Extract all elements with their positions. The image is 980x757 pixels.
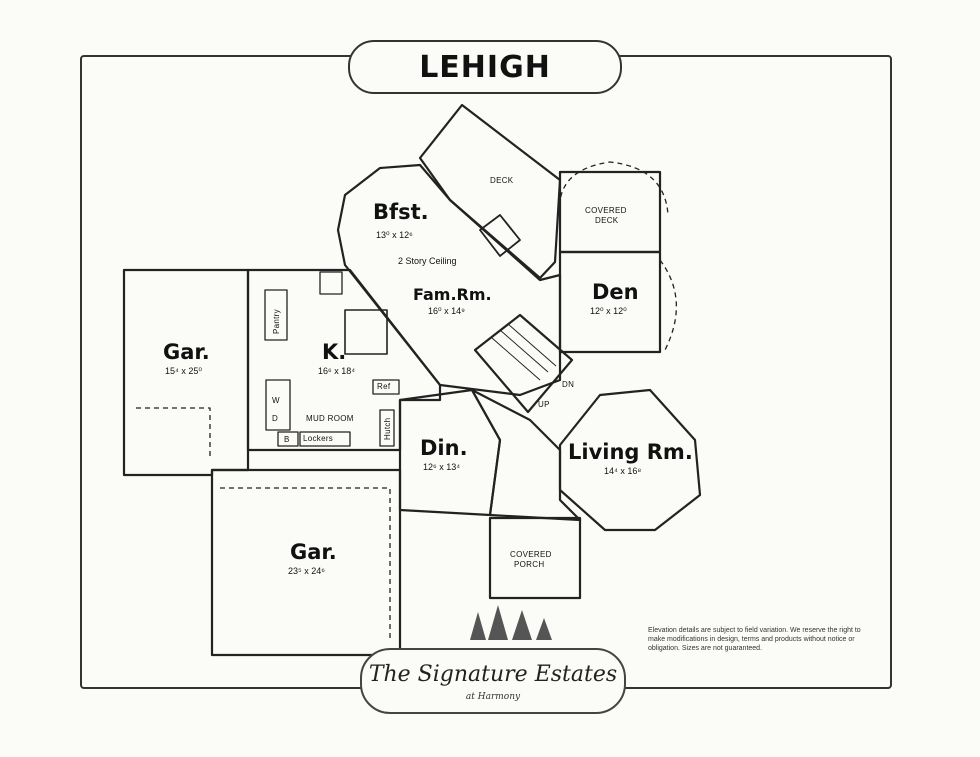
ref-label: Ref [377, 382, 391, 391]
hutch-box [379, 409, 395, 447]
fireplace [479, 214, 521, 257]
den-walls [558, 250, 662, 354]
garage-left-dims: 15⁴ x 25⁰ [165, 366, 202, 376]
brand-name: The Signature Estates [368, 662, 618, 687]
family-room-dims: 16⁰ x 14⁹ [428, 306, 465, 316]
pantry-label: Pantry [272, 309, 281, 334]
garage-door-upper [136, 407, 211, 460]
stair-up-label: UP [538, 400, 550, 409]
stair-outline [473, 313, 574, 414]
disclaimer-note: Elevation details are subject to field v… [648, 627, 861, 652]
garage-bottom-dims: 23⁵ x 24⁶ [288, 566, 325, 576]
foyer-walls [470, 388, 582, 522]
deck-outline [418, 103, 562, 280]
covered-deck-label-2: DECK [595, 216, 619, 225]
brand-subtitle: at Harmony [465, 692, 521, 702]
living-room-walls [558, 388, 702, 532]
brand-plaque: The Signature Estates at Harmony [360, 648, 626, 714]
bench-box [277, 431, 299, 447]
den-dashed-arc [659, 259, 678, 351]
pantry-box [264, 289, 288, 341]
breakfast-dims: 13⁰ x 12⁶ [376, 230, 413, 240]
stair-tread [507, 323, 557, 367]
kitchen-label: K. [322, 340, 347, 364]
cooktop [319, 271, 343, 295]
kitchen-dims: 16⁶ x 18⁴ [318, 366, 356, 376]
dryer-label: D [272, 414, 279, 423]
landscape-trees [470, 605, 552, 640]
den-dims: 12⁰ x 12⁰ [590, 306, 627, 316]
lockers-label: Lockers [303, 434, 334, 443]
covered-porch-label-1: COVERED [510, 550, 552, 559]
garage-bottom-label: Gar. [290, 540, 337, 564]
ref-box [372, 379, 400, 395]
dining-dims: 12⁶ x 13⁴ [423, 462, 461, 472]
kitchen-island [344, 309, 388, 355]
dining-label: Din. [420, 436, 468, 460]
stair-tread [499, 329, 549, 373]
mud-room-label: MUD ROOM [306, 414, 354, 423]
stair-down-label: DN [562, 380, 575, 389]
den-label: Den [592, 280, 639, 304]
living-room-label: Living Rm. [568, 440, 693, 464]
living-room-dims: 14⁴ x 16⁸ [604, 466, 642, 476]
title-plaque: LEHIGH [348, 40, 622, 94]
hutch-label: Hutch [383, 417, 392, 440]
stair-tread [491, 337, 541, 381]
washer-label: W [272, 396, 280, 405]
plan-title: LEHIGH [419, 49, 551, 85]
lockers-box [299, 431, 351, 447]
two-story-ceiling-note: 2 Story Ceiling [398, 256, 457, 266]
family-room-label: Fam.Rm. [413, 285, 492, 304]
covered-deck-dashed-arc [558, 161, 669, 216]
laundry-box [265, 379, 291, 431]
covered-porch-label-2: PORCH [514, 560, 545, 569]
covered-porch-box [488, 516, 582, 600]
covered-deck-label-1: COVERED [585, 206, 627, 215]
deck-label: DECK [490, 176, 514, 185]
bench-label: B [284, 435, 290, 444]
garage-left-label: Gar. [163, 340, 210, 364]
breakfast-label: Bfst. [373, 200, 429, 224]
garage-door-lower [220, 487, 391, 640]
